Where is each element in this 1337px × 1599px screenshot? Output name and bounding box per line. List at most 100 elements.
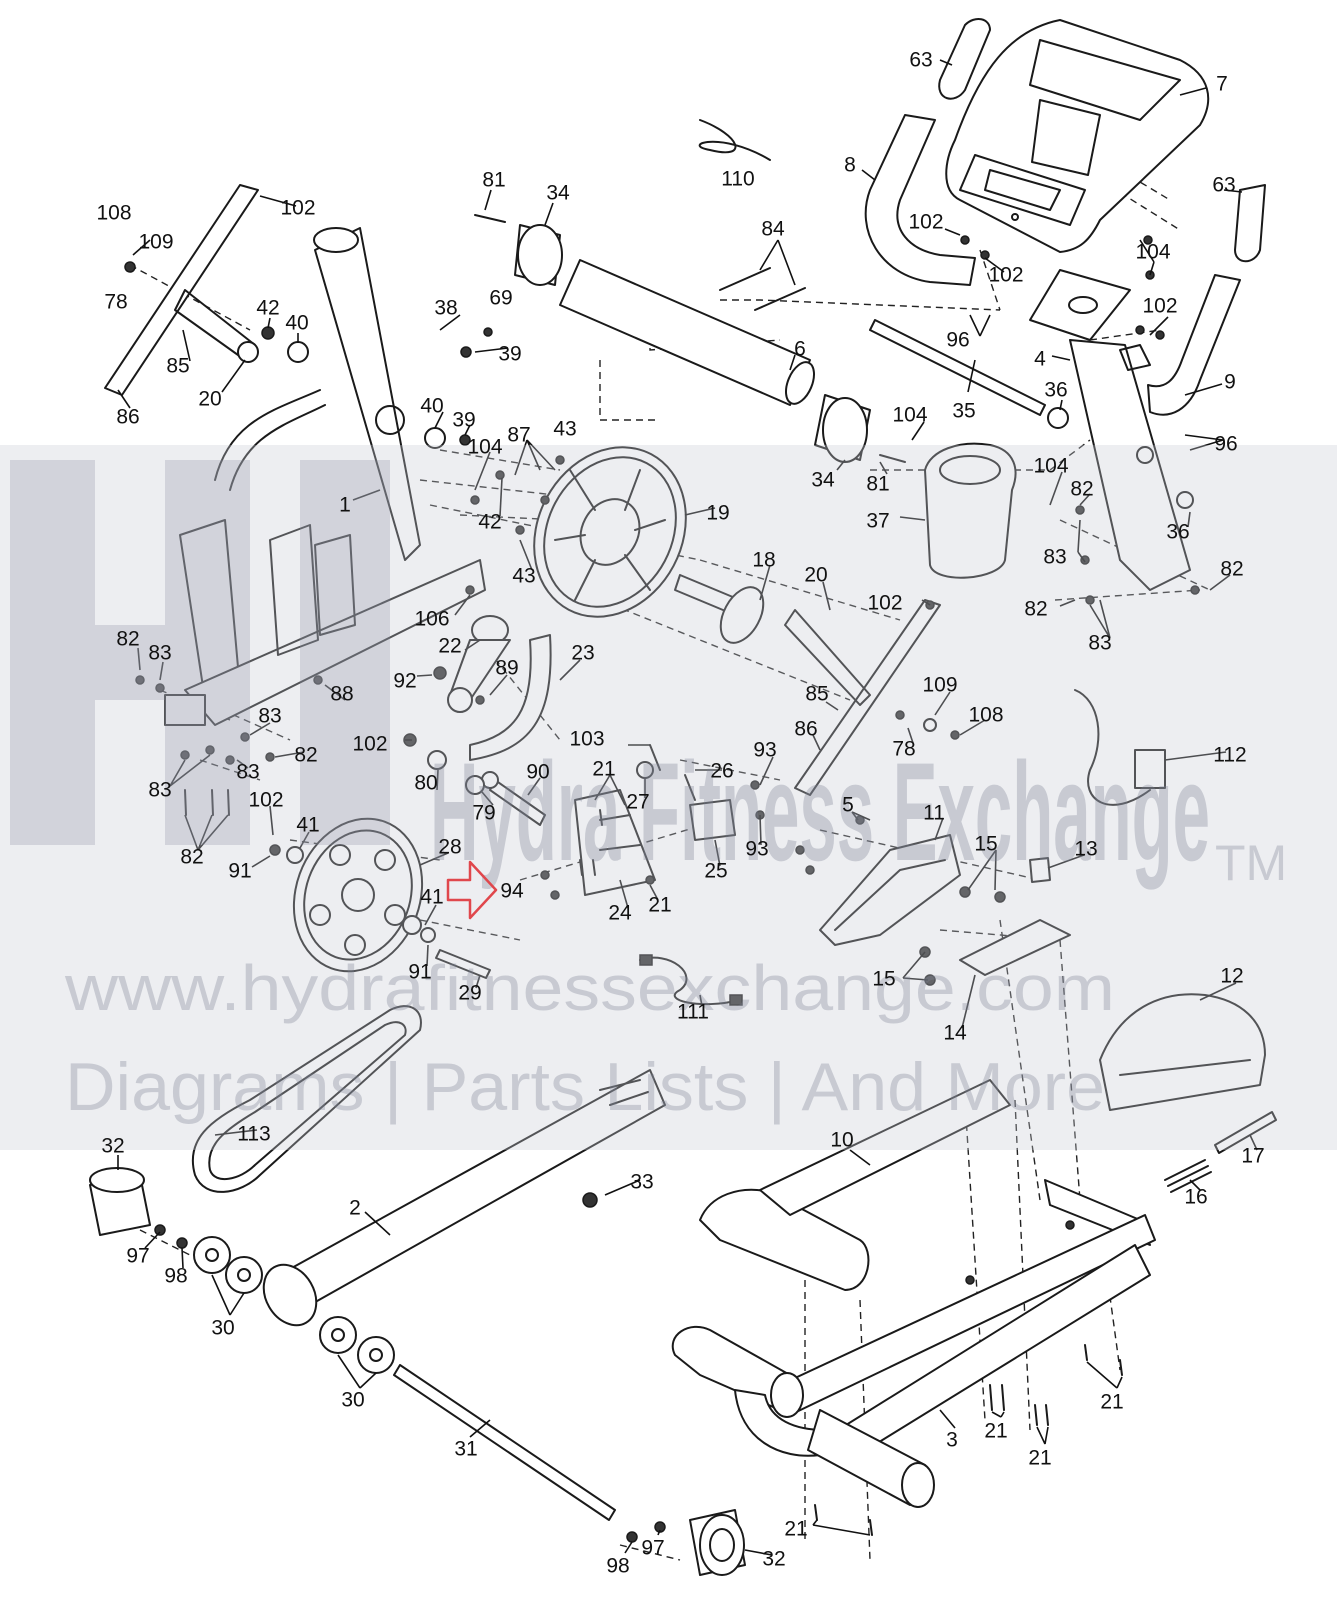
part-label-40: 40 — [420, 395, 443, 418]
part-label-102: 102 — [908, 211, 943, 234]
part-label-82: 82 — [1024, 598, 1047, 621]
part-label-21: 21 — [592, 758, 615, 781]
part-label-16: 16 — [1184, 1186, 1207, 1209]
part-label-4: 4 — [1034, 348, 1046, 371]
watermark-logo-text: Hydra Fitness Exchange — [430, 733, 1210, 890]
part-label-25: 25 — [704, 860, 727, 883]
part-console — [945, 19, 1210, 253]
part-label-106: 106 — [414, 608, 449, 631]
part-label-109: 109 — [138, 231, 173, 254]
part-label-91: 91 — [228, 860, 251, 883]
part-label-97: 97 — [126, 1245, 149, 1268]
part-label-42: 42 — [256, 297, 279, 320]
part-label-3: 3 — [946, 1429, 958, 1452]
part-label-1: 1 — [339, 494, 351, 517]
part-base-frame — [671, 1079, 1156, 1508]
part-label-26: 26 — [710, 760, 733, 783]
part-label-18: 18 — [752, 549, 775, 572]
part-label-80: 80 — [414, 772, 437, 795]
part-label-83: 83 — [258, 705, 281, 728]
part-label-84: 84 — [761, 218, 785, 241]
part-upright-right — [1029, 269, 1191, 591]
highlight-arrow-94 — [446, 860, 498, 920]
part-label-94: 94 — [500, 880, 524, 903]
watermark: Hydra Fitness Exchange TM www.hydrafitne… — [0, 445, 1337, 1150]
part-label-104: 104 — [1135, 241, 1170, 264]
part-label-38: 38 — [434, 297, 457, 320]
part-label-34: 34 — [546, 182, 570, 205]
part-label-108: 108 — [968, 704, 1003, 727]
part-label-27: 27 — [626, 791, 649, 814]
part-upper-tube — [514, 224, 871, 463]
part-label-15: 15 — [974, 833, 997, 856]
part-label-109: 109 — [922, 674, 957, 697]
part-label-85: 85 — [805, 683, 828, 706]
part-label-15: 15 — [872, 968, 895, 991]
part-label-10: 10 — [830, 1129, 853, 1152]
part-label-5: 5 — [842, 794, 854, 817]
part-label-17: 17 — [1241, 1145, 1264, 1168]
part-bolts-84 — [474, 214, 906, 463]
part-label-81: 81 — [482, 169, 505, 192]
part-label-13: 13 — [1074, 838, 1097, 861]
part-label-83: 83 — [1043, 546, 1066, 569]
watermark-trademark: TM — [1215, 835, 1287, 891]
part-label-34: 34 — [811, 469, 835, 492]
part-label-78: 78 — [892, 738, 915, 761]
part-label-43: 43 — [512, 565, 535, 588]
part-label-42: 42 — [478, 511, 501, 534]
part-label-104: 104 — [892, 404, 927, 427]
part-label-102: 102 — [280, 197, 315, 220]
part-label-102: 102 — [988, 264, 1023, 287]
part-label-22: 22 — [438, 635, 461, 658]
part-roller-left — [89, 1167, 395, 1374]
part-label-69: 69 — [489, 287, 512, 310]
part-label-85: 85 — [166, 355, 189, 378]
part-label-82: 82 — [1070, 478, 1093, 501]
part-label-102: 102 — [248, 789, 283, 812]
part-rail — [262, 1069, 666, 1327]
part-label-37: 37 — [866, 510, 889, 533]
part-label-9: 9 — [1224, 371, 1236, 394]
part-label-43: 43 — [553, 418, 576, 441]
part-brake-23 — [469, 634, 552, 761]
part-label-98: 98 — [606, 1555, 629, 1578]
watermark-logo-bar — [300, 460, 390, 845]
part-label-39: 39 — [452, 409, 475, 432]
part-label-31: 31 — [454, 1438, 477, 1461]
part-rear-cover — [1099, 993, 1266, 1111]
part-label-32: 32 — [101, 1135, 124, 1158]
watermark-logo-mark — [10, 460, 250, 845]
part-handlebars — [864, 114, 1241, 416]
part-label-41: 41 — [420, 886, 443, 909]
part-label-111: 111 — [677, 1001, 709, 1024]
part-label-91: 91 — [408, 961, 431, 984]
part-label-36: 36 — [1044, 379, 1067, 402]
part-label-98: 98 — [164, 1265, 187, 1288]
part-label-36: 36 — [1166, 521, 1189, 544]
part-label-81: 81 — [866, 473, 889, 496]
part-label-63: 63 — [909, 49, 932, 72]
part-label-97: 97 — [641, 1537, 664, 1560]
part-label-96: 96 — [946, 329, 969, 352]
part-label-11: 11 — [923, 802, 945, 825]
part-pulley — [286, 817, 491, 979]
part-label-2: 2 — [349, 1197, 361, 1220]
part-label-30: 30 — [341, 1389, 364, 1412]
part-label-41: 41 — [296, 814, 319, 837]
part-label-28: 28 — [438, 836, 461, 859]
part-label-88: 88 — [330, 683, 353, 706]
part-label-20: 20 — [198, 388, 221, 411]
part-label-86: 86 — [116, 406, 139, 429]
part-label-21: 21 — [648, 894, 671, 917]
part-label-39: 39 — [498, 343, 521, 366]
watermark-tagline: Diagrams | Parts Lists | And More — [65, 1049, 1105, 1125]
part-label-102: 102 — [867, 592, 902, 615]
part-label-63: 63 — [1212, 174, 1235, 197]
part-label-113: 113 — [237, 1123, 270, 1146]
part-label-8: 8 — [844, 154, 856, 177]
part-power-cord — [698, 119, 1166, 806]
part-idler-arm — [447, 615, 511, 713]
part-label-14: 14 — [943, 1022, 967, 1045]
